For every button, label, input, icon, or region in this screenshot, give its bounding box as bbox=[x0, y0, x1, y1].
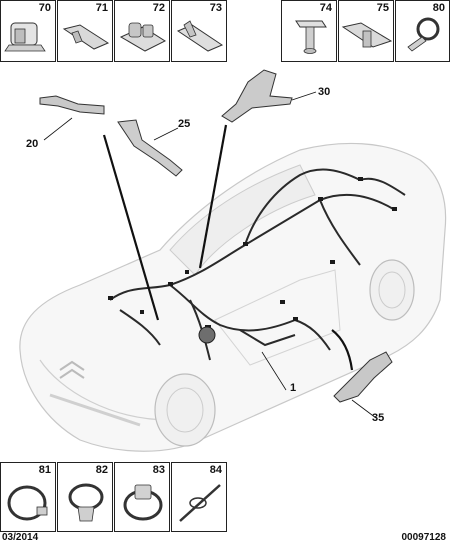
footer-reference: 00097128 bbox=[401, 532, 447, 543]
bracket-35 bbox=[333, 351, 393, 403]
part-cell-71[interactable]: 71 bbox=[57, 0, 113, 62]
part-cell-81[interactable]: 81 bbox=[0, 462, 56, 532]
bracket-30 bbox=[221, 69, 293, 123]
callout-25: 25 bbox=[178, 118, 191, 130]
part-number: 72 bbox=[152, 2, 165, 14]
clip-82-icon bbox=[68, 483, 104, 522]
tie-84-icon bbox=[179, 484, 221, 522]
part-number: 71 bbox=[95, 2, 108, 14]
clip-72-icon bbox=[119, 22, 167, 52]
part-cell-72[interactable]: 72 bbox=[114, 0, 170, 62]
part-number: 84 bbox=[209, 464, 222, 476]
part-cell-83[interactable]: 83 bbox=[114, 462, 170, 532]
part-cell-75[interactable]: 75 bbox=[338, 0, 394, 62]
footer-date: 03/2014 bbox=[2, 532, 39, 543]
rear-wheel bbox=[369, 259, 415, 321]
clip-83-icon bbox=[123, 484, 163, 521]
callout-1: 1 bbox=[290, 382, 297, 394]
brand-logo-icon bbox=[59, 360, 85, 379]
part-cell-74[interactable]: 74 bbox=[281, 0, 337, 62]
bracket-20 bbox=[39, 95, 105, 115]
connectors bbox=[108, 177, 397, 331]
part-number: 70 bbox=[38, 2, 51, 14]
part-cell-84[interactable]: 84 bbox=[171, 462, 227, 532]
clip-71-icon bbox=[62, 24, 110, 50]
part-cell-73[interactable]: 73 bbox=[171, 0, 227, 62]
part-number: 83 bbox=[152, 464, 165, 476]
callout-20: 20 bbox=[26, 138, 39, 150]
tie-81-icon bbox=[7, 485, 48, 521]
part-number: 74 bbox=[319, 2, 332, 14]
part-number: 80 bbox=[432, 2, 445, 14]
front-wheel bbox=[154, 373, 216, 447]
part-number: 81 bbox=[38, 464, 51, 476]
part-number: 73 bbox=[209, 2, 222, 14]
part-cell-82[interactable]: 82 bbox=[57, 462, 113, 532]
clip-80-icon bbox=[407, 17, 440, 52]
bracket-25 bbox=[117, 119, 183, 177]
motor-icon bbox=[198, 326, 216, 344]
callout-35: 35 bbox=[372, 412, 385, 424]
part-cell-70[interactable]: 70 bbox=[0, 0, 56, 62]
clip-75-icon bbox=[341, 22, 393, 48]
car-body bbox=[19, 142, 447, 452]
clip-70-icon bbox=[4, 22, 46, 52]
car-harness-illustration bbox=[19, 69, 447, 452]
callout-30: 30 bbox=[318, 86, 331, 98]
part-number: 75 bbox=[376, 2, 389, 14]
clip-73-icon bbox=[176, 20, 224, 52]
callout-lines bbox=[43, 91, 377, 419]
clip-74-icon bbox=[295, 20, 327, 54]
part-number: 82 bbox=[95, 464, 108, 476]
part-cell-80[interactable]: 80 bbox=[395, 0, 450, 62]
leader-lines bbox=[102, 124, 354, 371]
